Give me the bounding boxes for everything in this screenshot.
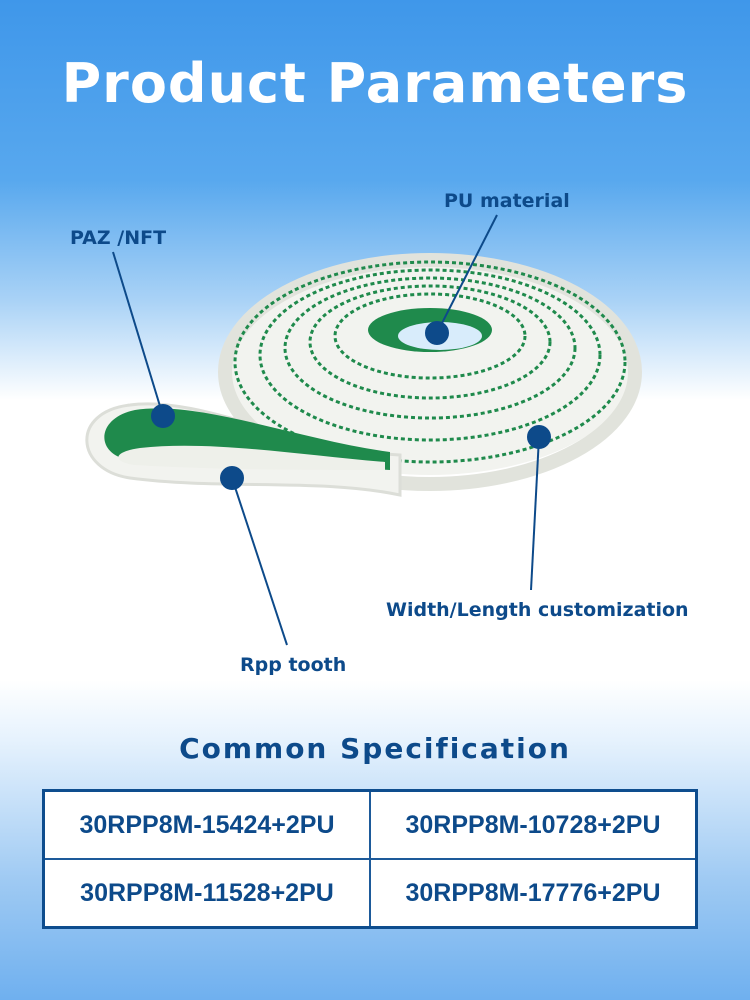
table-row: 30RPP8M-11528+2PU 30RPP8M-17776+2PU — [42, 858, 698, 929]
belt-illustration — [85, 214, 642, 646]
spec-cell: 30RPP8M-11528+2PU — [42, 858, 371, 929]
spec-table: 30RPP8M-15424+2PU 30RPP8M-10728+2PU 30RP… — [42, 789, 698, 929]
spec-cell: 30RPP8M-15424+2PU — [42, 789, 371, 860]
page-title: Product Parameters — [61, 52, 689, 115]
spec-cell: 30RPP8M-17776+2PU — [369, 858, 698, 929]
callout-paz-nft: PAZ /NFT — [70, 227, 167, 249]
callout-pu-material: PU material — [444, 190, 570, 212]
callout-width-length: Width/Length customization — [386, 599, 689, 621]
table-row: 30RPP8M-15424+2PU 30RPP8M-10728+2PU — [42, 789, 698, 860]
spec-cell: 30RPP8M-10728+2PU — [369, 789, 698, 860]
callout-rpp-tooth: Rpp tooth — [240, 654, 347, 676]
spec-title: Common Specification — [179, 732, 571, 765]
callout-lines — [112, 214, 551, 646]
